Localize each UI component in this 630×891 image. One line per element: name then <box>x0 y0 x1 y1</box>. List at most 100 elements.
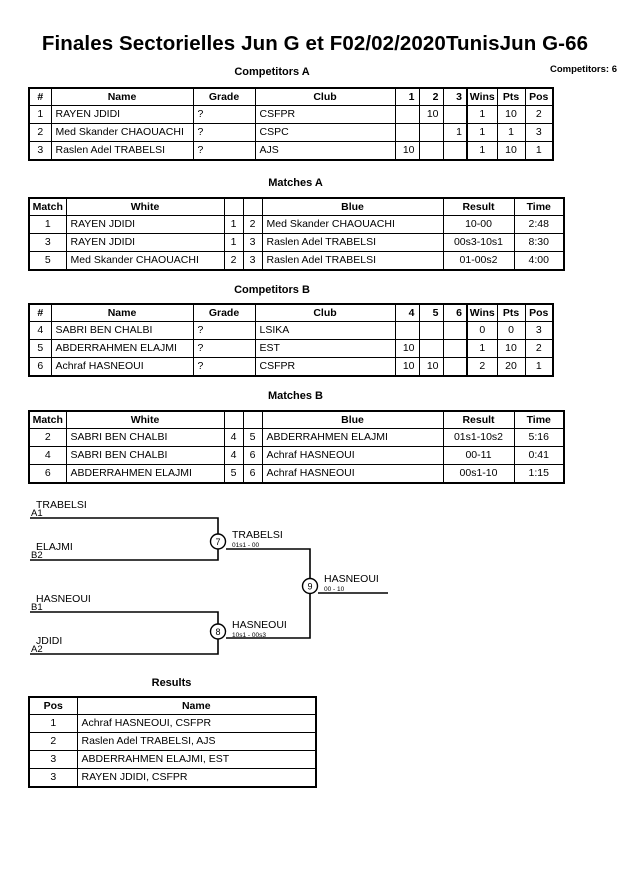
caption-matches-b: Matches B <box>267 390 324 402</box>
col-opponent-3: 3 <box>442 87 468 106</box>
cell-pts: 1 <box>496 123 526 142</box>
cell-grade: ? <box>192 339 256 358</box>
title-category: Jun G-66 <box>499 32 589 55</box>
col-white: White <box>65 197 225 216</box>
table-row: 5 ABDERRAHMEN ELAJMI ? EST 10 1 10 2 <box>28 339 554 358</box>
cell-num: 5 <box>28 339 52 358</box>
cell-club: CSFPR <box>254 105 396 124</box>
col-club: Club <box>254 303 396 322</box>
bracket-winner-name: TRABELSI <box>232 529 283 541</box>
cell-result: 00-11 <box>442 446 515 465</box>
cell-club: AJS <box>254 141 396 161</box>
table-header-row: Match White Blue Result Time <box>28 197 565 216</box>
bracket-entrant-name: ELAJMI <box>36 541 73 553</box>
bracket-champion-name: HASNEOUI <box>324 573 379 585</box>
cell-white-num: 4 <box>223 446 244 465</box>
cell-result: 01-00s2 <box>442 251 515 271</box>
cell-blue: ABDERRAHMEN ELAJMI <box>261 428 444 447</box>
cell-name: ABDERRAHMEN ELAJMI <box>50 339 194 358</box>
matches-b-table: Match White Blue Result Time 2 SABRI BEN… <box>28 410 565 484</box>
bracket-node-circle <box>301 577 319 595</box>
bracket-node-id: 9 <box>307 581 312 591</box>
cell-white: SABRI BEN CHALBI <box>65 446 225 465</box>
table-row: 2 SABRI BEN CHALBI 4 5 ABDERRAHMEN ELAJM… <box>28 428 565 447</box>
table-row: 3 ABDERRAHMEN ELAJMI, EST <box>28 750 317 769</box>
bracket-node-circle <box>209 623 227 640</box>
table-row: 6 ABDERRAHMEN ELAJMI 5 6 Achraf HASNEOUI… <box>28 464 565 484</box>
cell-name: SABRI BEN CHALBI <box>50 321 194 340</box>
cell-blue-num: 6 <box>242 446 263 465</box>
cell-vs-2: 10 <box>418 105 444 124</box>
col-pts: Pts <box>496 303 526 322</box>
competitors-a-table: # Name Grade Club 1 2 3 Wins Pts Pos 1 R… <box>28 87 554 161</box>
table-row: 1 Achraf HASNEOUI, CSFPR <box>28 714 317 733</box>
col-wins: Wins <box>466 303 498 322</box>
caption-results: Results <box>151 677 192 689</box>
col-blue: Blue <box>261 197 444 216</box>
cell-white: RAYEN JDIDI <box>65 215 225 234</box>
table-row: 2 Raslen Adel TRABELSI, AJS <box>28 732 317 751</box>
competitors-b-table: # Name Grade Club 4 5 6 Wins Pts Pos 4 S… <box>28 303 554 377</box>
page-header: Finales Sectorielles Jun G et F02/02/202… <box>0 32 630 56</box>
col-white-num <box>223 410 244 429</box>
cell-pos: 1 <box>524 357 554 377</box>
cell-white: ABDERRAHMEN ELAJMI <box>65 464 225 484</box>
cell-vs-4: 10 <box>394 357 420 377</box>
cell-grade: ? <box>192 105 256 124</box>
competitors-count: Competitors: 6 <box>549 64 617 75</box>
cell-wins: 1 <box>466 141 498 161</box>
col-time: Time <box>513 197 565 216</box>
table-row: 3 RAYEN JDIDI 1 3 Raslen Adel TRABELSI 0… <box>28 233 565 252</box>
bracket-node-id: 8 <box>215 627 220 637</box>
cell-vs-3 <box>442 141 468 161</box>
cell-wins: 1 <box>466 123 498 142</box>
page-title: Finales Sectorielles Jun G et F02/02/202… <box>0 32 630 56</box>
col-opponent-2: 2 <box>418 87 444 106</box>
cell-white: Med Skander CHAOUACHI <box>65 251 225 271</box>
cell-time: 2:48 <box>513 215 565 234</box>
cell-pos: 2 <box>524 339 554 358</box>
cell-name: Med Skander CHAOUACHI <box>50 123 194 142</box>
title-venue: Tunis <box>445 32 500 55</box>
cell-wins: 1 <box>466 105 498 124</box>
cell-match: 2 <box>28 428 67 447</box>
cell-pts: 20 <box>496 357 526 377</box>
col-blue-num <box>242 410 263 429</box>
table-row: 5 Med Skander CHAOUACHI 2 3 Raslen Adel … <box>28 251 565 271</box>
cell-time: 0:41 <box>513 446 565 465</box>
cell-num: 2 <box>28 123 52 142</box>
bracket-line-b1 <box>30 611 219 624</box>
bracket-score: 10s1 - 00s3 <box>232 632 266 639</box>
cell-vs-5 <box>418 321 444 340</box>
bracket-score: 01s1 - 00 <box>232 542 259 549</box>
matches-a-table: Match White Blue Result Time 1 RAYEN JDI… <box>28 197 565 271</box>
caption-matches-a: Matches A <box>268 177 323 189</box>
table-header-row: Pos Name <box>28 696 317 715</box>
cell-blue: Raslen Adel TRABELSI <box>261 251 444 271</box>
cell-match: 4 <box>28 446 67 465</box>
table-row: 4 SABRI BEN CHALBI ? LSIKA 0 0 3 <box>28 321 554 340</box>
bracket-entrant-name: JDIDI <box>36 635 62 647</box>
bracket-winner-name: HASNEOUI <box>232 619 287 631</box>
col-name: Name <box>76 696 317 715</box>
col-opponent-1: 1 <box>394 87 420 106</box>
cell-pos: 3 <box>28 768 78 788</box>
cell-pos: 1 <box>28 714 78 733</box>
bracket-entrant-name: HASNEOUI <box>36 593 91 605</box>
results-table: Pos Name 1 Achraf HASNEOUI, CSFPR 2 Rasl… <box>28 696 317 788</box>
bracket-line-node7-out <box>226 548 311 586</box>
col-grade: Grade <box>192 87 256 106</box>
cell-grade: ? <box>192 321 256 340</box>
bracket-line-a2 <box>30 639 219 655</box>
bracket-entrant-seed: A1 <box>31 508 43 519</box>
table-row: 6 Achraf HASNEOUI ? CSFPR 10 10 2 20 1 <box>28 357 554 377</box>
cell-club: LSIKA <box>254 321 396 340</box>
cell-name: RAYEN JDIDI <box>50 105 194 124</box>
cell-match: 5 <box>28 251 67 271</box>
cell-grade: ? <box>192 123 256 142</box>
cell-pts: 10 <box>496 105 526 124</box>
bracket-entrant-seed: A2 <box>31 644 43 655</box>
cell-pos: 1 <box>524 141 554 161</box>
cell-vs-3 <box>442 105 468 124</box>
col-pos: Pos <box>524 87 554 106</box>
